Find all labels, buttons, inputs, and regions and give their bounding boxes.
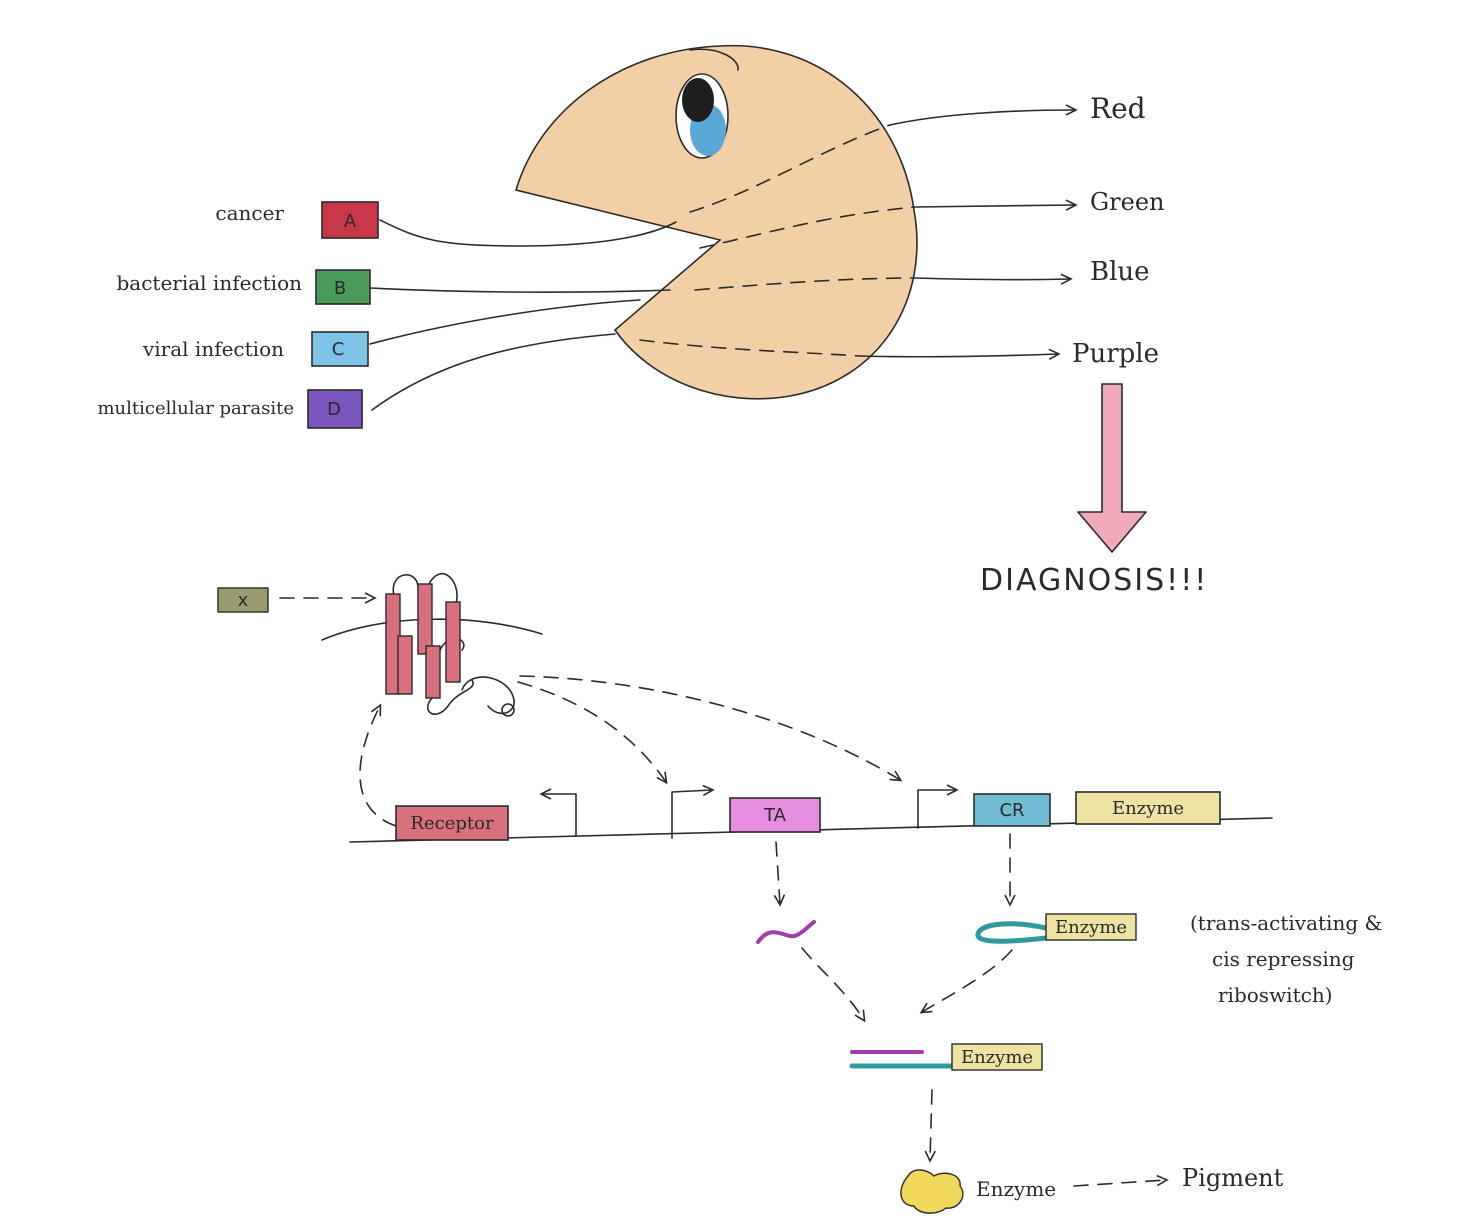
output-green: Green	[1090, 188, 1165, 216]
input-row-cancer: cancer A	[215, 201, 379, 239]
diagnosis-text: DIAGNOSIS!!!	[980, 563, 1208, 598]
activated-complex	[849, 1043, 1043, 1071]
marker-label: C	[332, 339, 345, 360]
signal-x-box	[217, 587, 269, 613]
promoter-receptor	[539, 788, 577, 837]
receptor-feedback-arrow	[359, 703, 397, 827]
pacman-sensor	[514, 44, 918, 400]
receptor-protein	[385, 573, 515, 717]
disease-label: multicellular parasite	[97, 398, 294, 419]
gene-receptor-label: Receptor	[410, 813, 494, 834]
enzyme-blob-icon	[900, 1169, 964, 1214]
disease-label: cancer	[215, 201, 284, 225]
gene-ta	[729, 797, 821, 833]
binding-arrow-ta	[801, 947, 866, 1023]
translation-arrow	[924, 1089, 936, 1163]
promoter-cr	[917, 784, 959, 829]
product-arrow	[1073, 1174, 1169, 1187]
signal-x-label: x	[238, 590, 249, 611]
marker-box-d	[307, 389, 363, 429]
riboswitch-note-line1: (trans-activating &	[1190, 911, 1382, 935]
binding-arrow-cr	[919, 949, 1013, 1014]
complex-enzyme-label: Enzyme	[961, 1047, 1033, 1068]
gene-receptor	[395, 805, 509, 841]
riboswitch-note-line2: cis repressing	[1212, 947, 1355, 971]
ta-rna	[756, 920, 816, 944]
transcription-arrow-ta	[773, 841, 786, 907]
gene-cr-label: CR	[999, 800, 1024, 821]
output-arrows	[859, 104, 1078, 361]
gene-enzyme-label: Enzyme	[1112, 798, 1184, 819]
diagnosis-arrow	[1077, 383, 1147, 553]
gene-ta-label: TA	[763, 805, 787, 826]
riboswitch-note-line3: riboswitch)	[1218, 983, 1333, 1007]
pacman-body	[514, 44, 918, 400]
input-wires	[369, 219, 677, 411]
marker-box-b	[315, 269, 371, 305]
input-row-bacterial: bacterial infection B	[116, 269, 371, 305]
input-row-viral: viral infection C	[142, 331, 369, 367]
pigment-label: Pigment	[1182, 1164, 1284, 1192]
disease-label: bacterial infection	[116, 271, 302, 295]
marker-label: D	[327, 399, 341, 420]
activation-arrow-ta	[517, 681, 668, 785]
output-purple: Purple	[1072, 339, 1159, 369]
riboswitch-enzyme-label: Enzyme	[1055, 917, 1127, 938]
input-row-parasite: multicellular parasite D	[97, 389, 363, 429]
marker-label: A	[344, 211, 357, 232]
cr-riboswitch	[975, 913, 1137, 944]
gene-cr	[973, 793, 1051, 827]
pacman-internal-channels	[639, 124, 916, 357]
disease-label: viral infection	[142, 337, 284, 361]
output-red: Red	[1090, 92, 1146, 125]
eye-icon	[675, 48, 739, 159]
marker-box-c	[311, 331, 369, 367]
product-enzyme-label: Enzyme	[976, 1177, 1056, 1201]
marker-box-a	[321, 201, 379, 239]
output-blue: Blue	[1090, 257, 1150, 287]
activation-arrow-cr	[519, 675, 903, 782]
gene-enzyme	[1075, 791, 1221, 825]
promoter-ta	[671, 784, 715, 839]
marker-label: B	[334, 278, 346, 299]
